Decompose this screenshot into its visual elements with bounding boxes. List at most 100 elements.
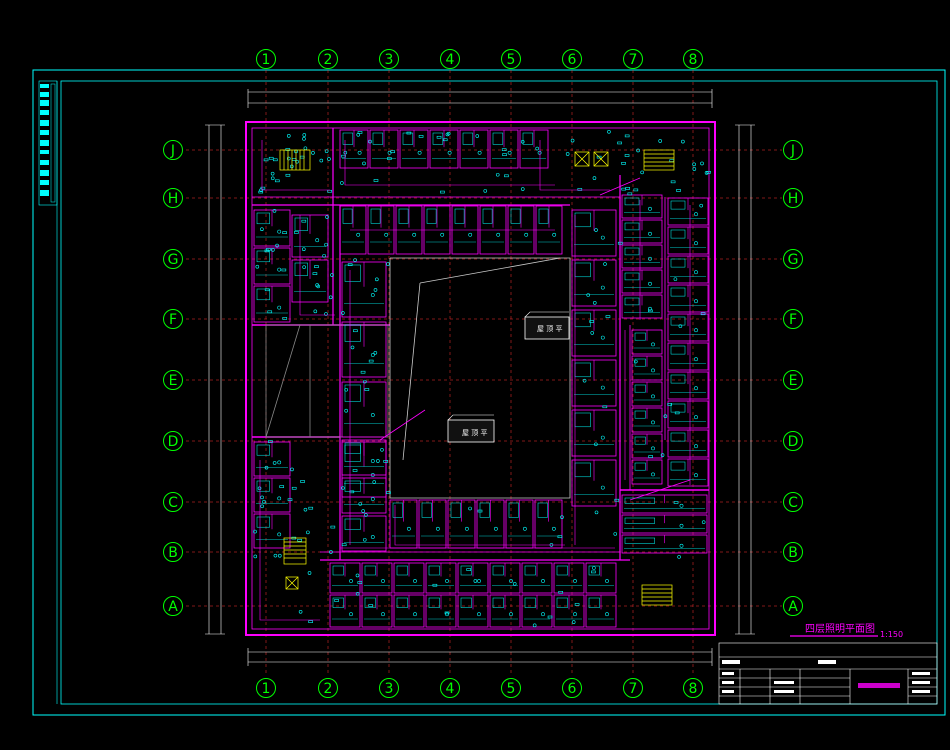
light-fixture	[565, 152, 570, 156]
drawing-title-text: 四层照明平面图	[805, 623, 875, 635]
light-fixture	[286, 134, 291, 138]
light-fixture	[319, 158, 324, 163]
light-fixture	[324, 312, 328, 316]
light-fixture	[440, 190, 445, 194]
light-fixture	[324, 242, 328, 247]
grid-bubble-right-J: J	[783, 140, 803, 160]
light-fixture	[589, 320, 594, 323]
light-fixtures	[253, 129, 711, 628]
light-fixture	[329, 550, 333, 554]
wiring-run-1	[344, 140, 555, 186]
light-fixture	[266, 248, 271, 251]
courtyard	[265, 257, 571, 499]
grid-bubble-top-2-label: 2	[324, 52, 333, 68]
light-fixture	[501, 148, 507, 151]
light-fixture	[264, 288, 270, 292]
grid-bubble-top-2: 2	[318, 49, 338, 69]
grid-bubble-left-B: B	[163, 542, 183, 562]
room-east-a-4	[571, 409, 617, 457]
light-fixture	[607, 129, 611, 134]
light-fixture	[669, 159, 675, 162]
room-south-c-0	[389, 499, 418, 549]
grid-bubble-left-F: F	[163, 309, 183, 329]
elevator-shafts	[285, 151, 609, 590]
room-east-a-2	[571, 309, 617, 357]
room-east-c-1	[667, 226, 709, 255]
drawing-title: 四层照明平面图 1:150	[790, 623, 903, 639]
light-fixture	[571, 620, 576, 624]
room-east-c-9	[667, 458, 709, 487]
grid-bubble-right-C: C	[783, 492, 803, 512]
light-fixture	[258, 190, 264, 194]
light-fixture	[477, 509, 483, 513]
light-fixture	[383, 460, 388, 463]
light-fixture	[674, 411, 680, 415]
light-fixture	[362, 537, 367, 542]
room-south-a-3	[425, 562, 457, 594]
room-north-a-1	[369, 129, 399, 169]
light-fixture	[673, 501, 679, 504]
light-fixture	[577, 188, 583, 191]
grid-bubble-bottom-3-label: 3	[385, 681, 394, 697]
light-fixture	[257, 486, 262, 491]
light-fixture	[334, 599, 339, 602]
light-fixture	[663, 414, 668, 419]
light-fixture	[621, 162, 626, 165]
light-fixture	[704, 171, 709, 175]
light-fixture	[298, 609, 303, 614]
light-fixture	[627, 192, 633, 196]
light-fixture	[692, 167, 697, 171]
room-west-c-0	[253, 441, 291, 477]
light-fixture	[308, 506, 314, 510]
room-south-c-3	[476, 499, 505, 549]
grid-bubble-right-F-label: F	[789, 312, 797, 328]
grid-bubble-right-A: A	[783, 596, 803, 616]
grid-bubble-bottom-1: 1	[256, 678, 276, 698]
room-east-c-3	[667, 284, 709, 313]
light-fixture	[282, 317, 288, 320]
grid-bubble-top-1-label: 1	[262, 52, 271, 68]
light-fixture	[660, 453, 665, 457]
light-fixture	[357, 581, 363, 584]
light-fixture	[640, 170, 644, 175]
roof-label-text-2: 屋 顶 平	[462, 429, 487, 437]
light-fixture	[361, 509, 365, 513]
grid-bubble-right-G: G	[783, 249, 803, 269]
grid-bubble-top-7: 7	[623, 49, 643, 69]
outer-frame	[32, 69, 946, 716]
grid-bubble-top-5: 5	[501, 49, 521, 69]
room-west-e-0	[341, 439, 387, 476]
light-fixture	[634, 359, 638, 364]
room-west-d-0	[341, 261, 387, 318]
room-west-a-1	[253, 247, 291, 285]
grid-bubble-bottom-5: 5	[501, 678, 521, 698]
light-fixture	[701, 520, 706, 524]
grid-bubble-top-3: 3	[379, 49, 399, 69]
light-fixture	[625, 187, 631, 190]
light-fixture	[264, 249, 270, 253]
room-east-b-2	[621, 244, 663, 269]
light-fixture	[547, 615, 553, 619]
light-fixture	[308, 620, 313, 623]
light-fixture	[368, 604, 374, 607]
room-south-b-7	[553, 594, 585, 628]
light-fixture	[372, 480, 377, 484]
grid-bubble-top-7-label: 7	[629, 52, 638, 68]
grid-bubble-bottom-7-label: 7	[629, 681, 638, 697]
light-fixture	[706, 170, 711, 174]
room-east-b-3	[621, 269, 663, 294]
room-north-a-3	[429, 129, 459, 169]
light-fixture	[532, 623, 537, 628]
light-fixture	[327, 157, 331, 161]
grid-bubble-left-E-label: E	[169, 373, 178, 389]
light-fixture	[253, 554, 258, 559]
light-fixture	[445, 132, 450, 137]
light-fixture	[330, 525, 336, 529]
light-fixture	[436, 135, 442, 139]
light-fixture	[264, 465, 269, 470]
light-fixture	[406, 131, 412, 135]
wiring-run-10	[394, 505, 565, 546]
light-fixture	[670, 180, 676, 184]
light-fixture	[586, 293, 591, 297]
